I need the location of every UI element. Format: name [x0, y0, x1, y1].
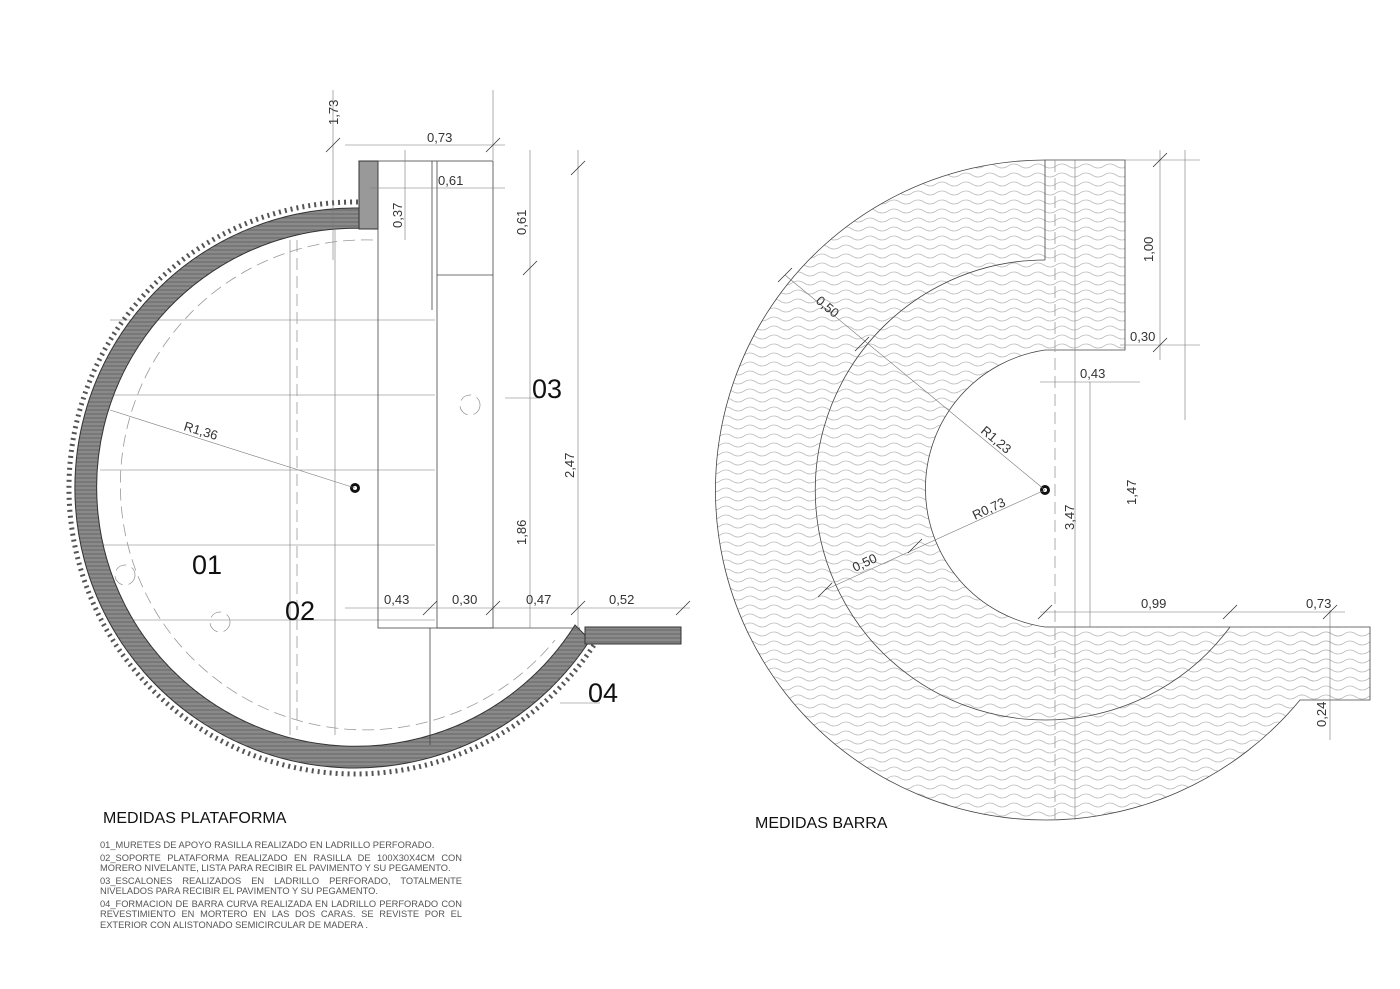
construction-notes: 01_MURETES DE APOYO RASILLA REALIZADO EN…: [100, 840, 462, 932]
dim-0-24: 0,24: [1314, 702, 1329, 727]
dim-r1-36: R1,36: [182, 419, 220, 443]
dim-1-73: 1,73: [326, 100, 341, 125]
dim-0-47: 0,47: [526, 592, 551, 607]
dim-0-73: 0,73: [1306, 596, 1331, 611]
dim-0-99: 0,99: [1141, 596, 1166, 611]
zone-label-04: 04: [588, 678, 618, 708]
dim-0-30: 0,30: [1130, 329, 1155, 344]
dim-2-47: 2,47: [562, 453, 577, 478]
zone-label-03: 03: [532, 374, 562, 404]
dimension-lines: [325, 90, 691, 704]
wood-slats: [66, 199, 597, 777]
dim-0-61-vertical: 0,61: [514, 210, 529, 235]
wall-end-bar: [584, 626, 682, 645]
plataforma-plan: 1,73 0,73 0,61 0,37 0,61 2,47 1,86 R1,36…: [66, 90, 691, 777]
dim-0-73: 0,73: [427, 130, 452, 145]
floor-grid: [100, 230, 556, 735]
plataforma-title: MEDIDAS PLATAFORMA: [103, 810, 287, 827]
curved-wall: [74, 207, 591, 769]
note-01: 01_MURETES DE APOYO RASILLA REALIZADO EN…: [100, 840, 435, 850]
wall-end-top: [358, 160, 379, 230]
dim-1-47: 1,47: [1124, 480, 1139, 505]
dim-0-52: 0,52: [609, 592, 634, 607]
dim-0-37: 0,37: [390, 203, 405, 228]
dim-0-61-horizontal: 0,61: [438, 173, 463, 188]
barra-title: MEDIDAS BARRA: [755, 815, 888, 832]
dim-0-43: 0,43: [1080, 366, 1105, 381]
note-03: 03_ESCALONES REALIZADOS EN LADRILLO PERF…: [100, 875, 462, 897]
dim-3-47: 3,47: [1062, 505, 1077, 530]
steps: [377, 160, 580, 745]
zone-label-02: 02: [285, 596, 315, 626]
dim-1-00: 1,00: [1141, 237, 1156, 262]
note-04: 04_FORMACION DE BARRA CURVA REALIZADA EN…: [100, 898, 462, 930]
dim-0-43: 0,43: [384, 592, 409, 607]
dim-0-30: 0,30: [452, 592, 477, 607]
zone-label-01: 01: [192, 550, 222, 580]
bar-outline: [715, 159, 1371, 821]
note-02: 02_SOPORTE PLATAFORMA REALIZADO EN RASIL…: [100, 852, 462, 874]
barra-plan: 0,50 1,00 0,30 0,43 R1,23 R0,73 0,50 3,4…: [715, 150, 1371, 821]
dimension-lines: [777, 150, 1345, 740]
dim-1-86: 1,86: [514, 520, 529, 545]
